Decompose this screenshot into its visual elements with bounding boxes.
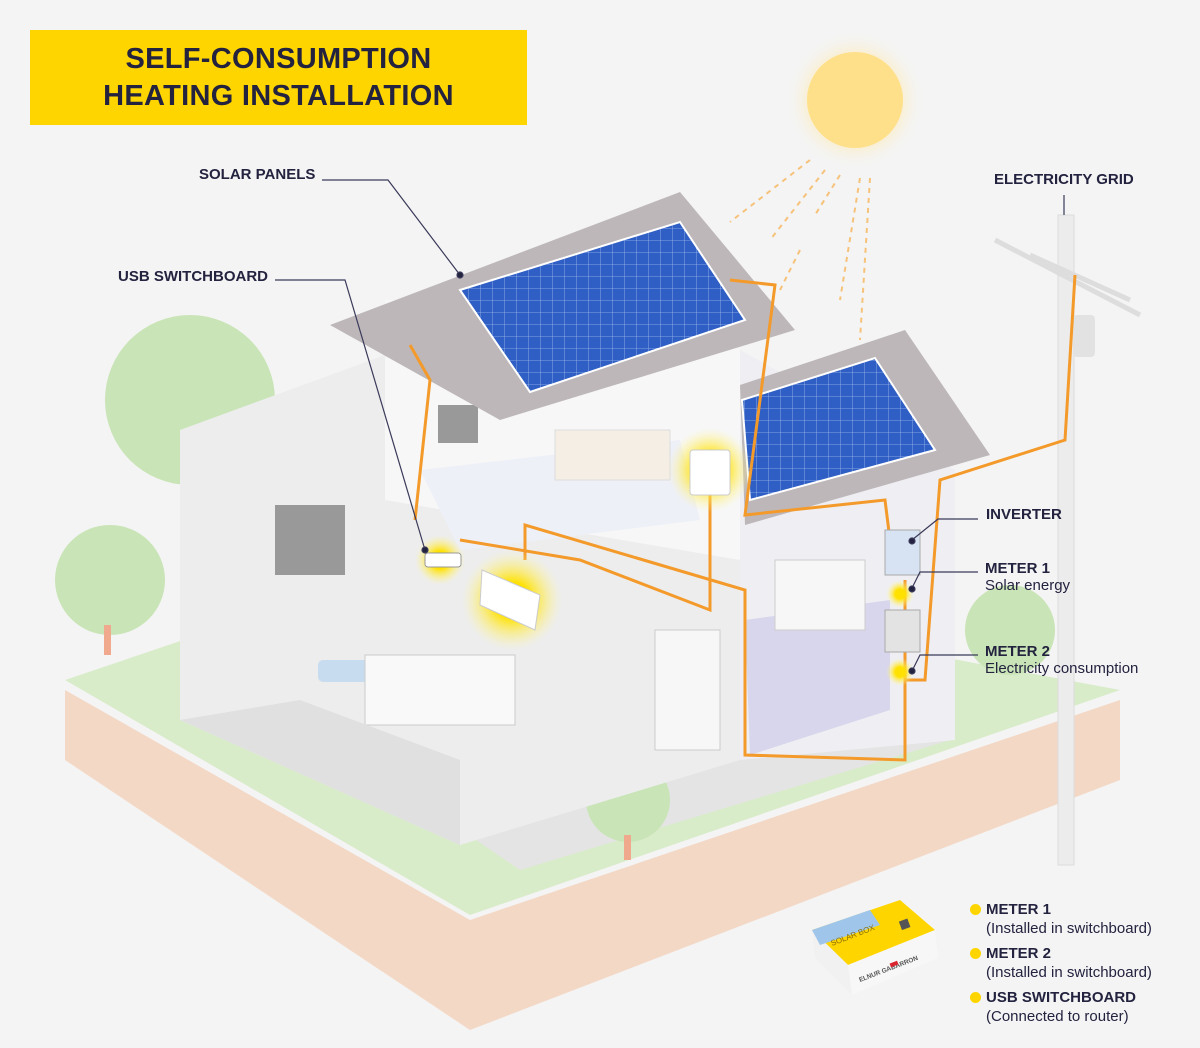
- legend-item-meter-2: METER 2 (Installed in switchboard): [970, 944, 1152, 982]
- meter-box: [884, 609, 921, 653]
- meter-2-subtitle: Electricity consumption: [985, 660, 1139, 677]
- legend-title: USB SWITCHBOARD: [986, 989, 1136, 1006]
- meter-2-title: METER 2: [985, 643, 1051, 660]
- legend-title: METER 1: [986, 901, 1052, 918]
- leader-lines: [275, 179, 1065, 675]
- meter-1-subtitle: Solar energy: [985, 577, 1071, 594]
- bullet-icon: [970, 904, 981, 915]
- washing-machine: [774, 559, 866, 631]
- legend-title: METER 2: [986, 945, 1052, 962]
- wiring: [408, 274, 1077, 762]
- label-usb-switchboard: USB SWITCHBOARD: [118, 268, 268, 285]
- label-inverter: INVERTER: [986, 506, 1062, 523]
- legend-note: (Installed in switchboard): [986, 920, 1152, 937]
- title-banner: SELF-CONSUMPTION HEATING INSTALLATION: [30, 30, 527, 125]
- title-line-1: SELF-CONSUMPTION: [125, 42, 432, 75]
- legend-note: (Connected to router): [986, 1008, 1129, 1025]
- heater-glow: [415, 428, 921, 686]
- label-solar-panels: SOLAR PANELS: [199, 166, 316, 183]
- brand-logo-icon: [889, 960, 899, 968]
- inverter-device: [884, 529, 921, 576]
- bullet-icon: [970, 948, 981, 959]
- meter-1-title: METER 1: [985, 560, 1051, 577]
- title-line-2: HEATING INSTALLATION: [103, 79, 454, 112]
- legend: METER 1 (Installed in switchboard) METER…: [970, 900, 1152, 1032]
- label-electricity-grid: ELECTRICITY GRID: [994, 171, 1134, 188]
- qr-code-icon: [898, 918, 911, 931]
- label-meter-1: METER 1 Solar energy: [985, 560, 1070, 594]
- legend-note: (Installed in switchboard): [986, 964, 1152, 981]
- legend-item-usb-switchboard: USB SWITCHBOARD (Connected to router): [970, 988, 1152, 1026]
- sun-icon: [729, 30, 925, 341]
- label-meter-2: METER 2 Electricity consumption: [985, 643, 1138, 677]
- bullet-icon: [970, 992, 981, 1003]
- usb-switchboard-device: [424, 552, 462, 568]
- legend-item-meter-1: METER 1 (Installed in switchboard): [970, 900, 1152, 938]
- fridge: [654, 629, 721, 751]
- solar-box-product: SOLAR BOX ELNUR GABARRON: [812, 900, 938, 995]
